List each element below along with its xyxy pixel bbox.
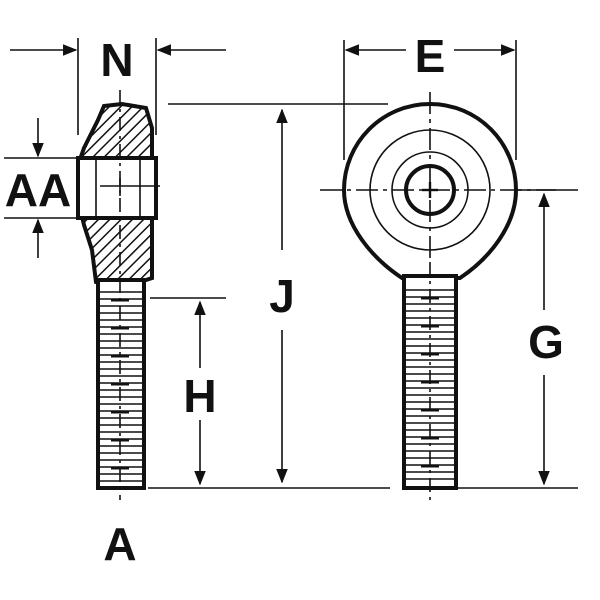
- dimension-h: H: [148, 297, 390, 489]
- label-a: A: [103, 518, 136, 570]
- label-h: H: [183, 370, 216, 422]
- label-e: E: [415, 30, 446, 82]
- dimension-aa: AA: [4, 118, 78, 258]
- dimension-j: J: [168, 103, 388, 484]
- label-n: N: [100, 34, 133, 86]
- side-ball-bore: [76, 156, 158, 220]
- side-thread-lines: [100, 291, 142, 482]
- dimension-e: E: [343, 30, 517, 160]
- label-g: G: [528, 316, 564, 368]
- front-view: [320, 92, 556, 500]
- label-aa: AA: [5, 164, 71, 216]
- dimension-n: N: [10, 34, 226, 135]
- label-j: J: [269, 270, 295, 322]
- side-view: [76, 90, 160, 500]
- dimension-g: G: [456, 189, 578, 489]
